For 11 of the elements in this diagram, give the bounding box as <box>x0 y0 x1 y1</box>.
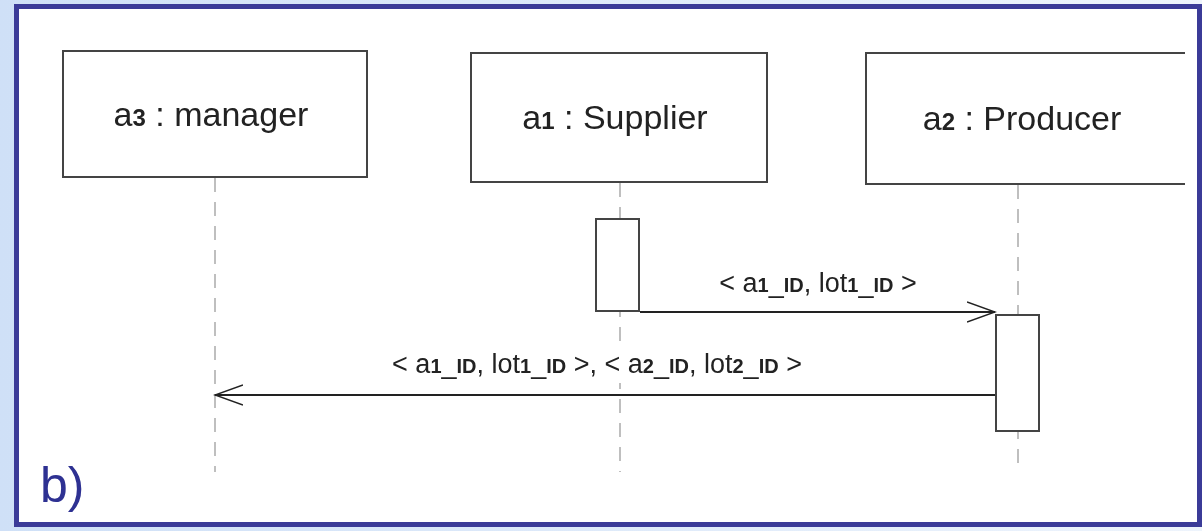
activation-bar <box>995 314 1040 432</box>
object-box <box>865 52 1185 185</box>
message-arrow <box>214 384 996 406</box>
panel-label: b) <box>40 456 85 515</box>
object-box <box>62 50 368 178</box>
object-name: a1 : Supplier <box>522 97 708 138</box>
object-name: a2 : Producer <box>922 98 1122 139</box>
activation-bar <box>595 218 640 312</box>
object-box <box>470 52 768 183</box>
message-arrow <box>639 301 996 323</box>
object-name: a3 : manager <box>113 93 309 135</box>
